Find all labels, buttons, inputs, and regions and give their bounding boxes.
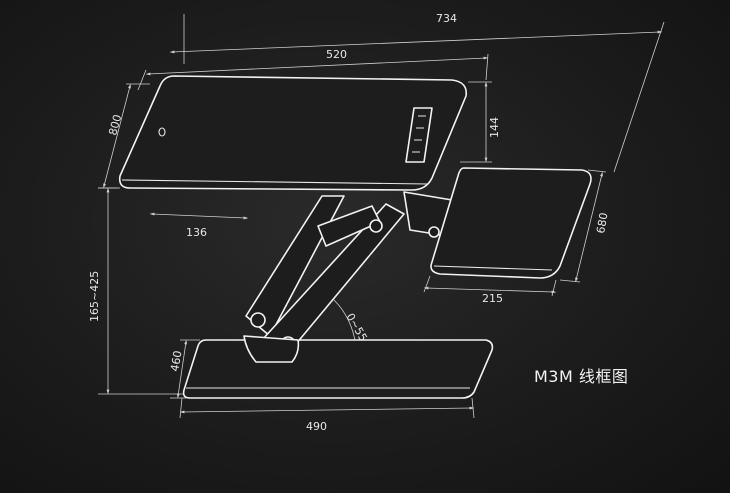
label-keyboard-width: 215 (482, 292, 503, 305)
lift-arm (243, 195, 405, 363)
label-travel: 136 (186, 226, 207, 239)
dim-top-offset: 144 (460, 81, 501, 163)
diagram-caption: M3M 线框图 (534, 367, 629, 386)
label-top-offset: 144 (488, 117, 501, 138)
label-base-depth: 460 (168, 350, 184, 373)
label-height-range: 165~425 (88, 271, 101, 322)
dim-overall-width: 734 (169, 12, 665, 173)
keyboard-tray (430, 167, 592, 279)
label-keyboard-depth: 680 (594, 212, 610, 235)
dim-travel: 136 (149, 212, 249, 239)
work-surface (118, 75, 468, 191)
label-top-depth: 800 (106, 113, 124, 137)
label-top-width: 520 (326, 48, 347, 61)
dim-keyboard-depth: 680 (559, 169, 611, 283)
dim-base-depth: 460 (168, 339, 200, 399)
base-plate (182, 339, 494, 399)
label-base-width: 490 (306, 420, 327, 433)
dim-height-range: 165~425 (88, 187, 190, 395)
dim-top-width: 520 (137, 48, 489, 91)
label-overall-width: 734 (436, 12, 457, 25)
dim-keyboard-width: 215 (423, 275, 557, 305)
dim-base-width: 490 (179, 397, 475, 433)
